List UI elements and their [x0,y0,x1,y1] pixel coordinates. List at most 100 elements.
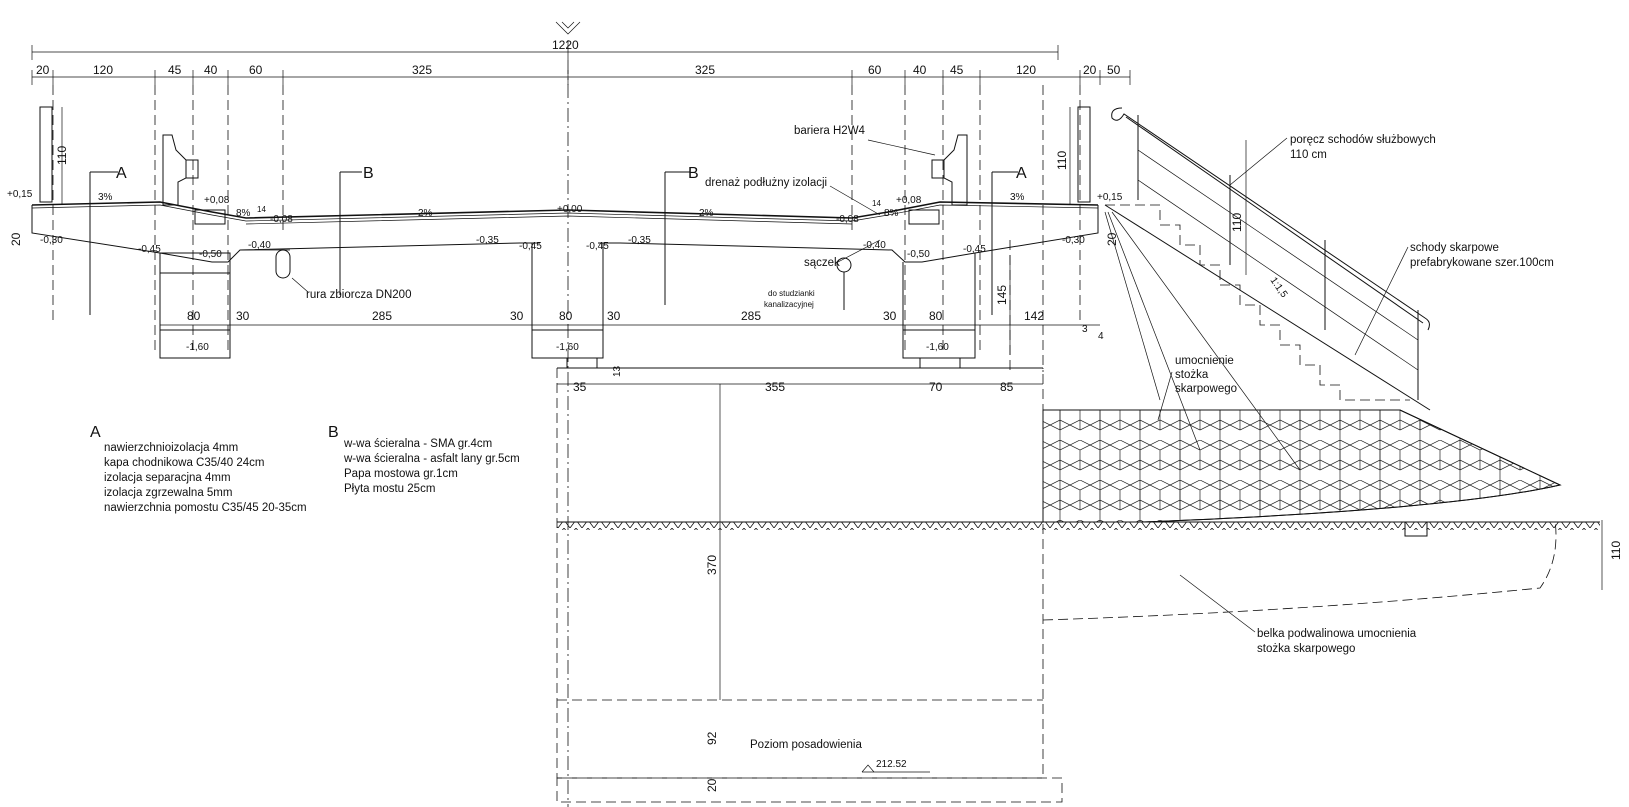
deck-structure [31,106,1099,369]
level-soffit-c2: -0,45 [519,241,542,252]
section-a-right: A [1016,165,1027,182]
top-dimensions: 1220 20 120 45 40 60 325 325 60 40 45 12… [31,21,1131,85]
label-drain: drenaż podłużny izolacji [705,177,827,189]
legend-b-letter: B [328,424,339,441]
dim-v-foundation: 92 [705,731,719,745]
dim-top-r6: 20 [1083,63,1097,77]
dim-low-7: 285 [741,309,761,323]
level-soffit-c4: -0,35 [628,235,651,246]
dim-top-r4: 45 [950,63,964,77]
dim-low-10: 142 [1024,309,1044,323]
level-soffit-r4: -0,40 [863,240,886,251]
slope-right-kerb: 8% [884,208,899,219]
label-barrier: bariera H2W4 [794,125,866,137]
level-marks: +0,15 +0,08 -0,08 +0,00 -0,08 +0,08 +0,1… [7,189,1123,773]
legend-b-item-2: w-wa ścieralna - asfalt lany gr.5cm [343,453,520,465]
label-beam-2: stożka skarpowego [1257,643,1355,655]
slope-left-kerb: 8% [236,208,251,219]
slope-right-cw: 3% [1010,192,1025,203]
level-soffit-c1: -0,35 [476,235,499,246]
level-soffit-l4: -0,40 [248,240,271,251]
dim-v-beam: 110 [1609,541,1623,560]
level-soffit-c3: -0,45 [586,241,609,252]
dim-v-abutment: 145 [995,285,1009,305]
level-soffit-l2: -0,45 [138,244,161,255]
vertical-dimensions: 110 110 20 20 145 13 370 92 20 110 110 [9,107,1623,792]
dim-top-l4: 40 [204,63,218,77]
dim-low-5: 80 [559,309,573,323]
legend-b-item-1: w-wa ścieralna - SMA gr.4cm [343,438,492,450]
stairs-railing [1104,107,1431,471]
dim-top-l6: 325 [412,63,432,77]
slope-step-b: 4 [1098,331,1104,342]
level-centre: +0,00 [557,204,583,215]
legend-a-item-4: izolacja zgrzewalna 5mm [104,487,232,499]
dim-top-r3: 40 [913,63,927,77]
dim-low-3: 285 [372,309,392,323]
axis-lines [52,60,1081,807]
dim-top-l1: 20 [36,63,50,77]
label-foundation-level: Poziom posadowienia [750,739,862,751]
dim-low-4: 30 [510,309,524,323]
label-pipe: rura zbiorcza DN200 [306,289,411,301]
legend-b-item-3: Papa mostowa gr.1cm [344,468,458,480]
abutment-foundation [556,368,1600,803]
label-stairs-2: prefabrykowane szer.100cm [1410,257,1554,269]
dim-top-r7: 50 [1107,63,1121,77]
dim-top-r1: 325 [695,63,715,77]
slope-small-a: 14 [257,205,266,214]
slope-step-a: 3 [1082,324,1088,335]
dim-abut-4: 85 [1000,380,1014,394]
dim-v-bearing: 13 [612,365,623,377]
dim-low-2: 30 [236,309,250,323]
legend-a-item-1: nawierzchnioizolacja 4mm [104,442,238,454]
section-a-left: A [116,165,127,182]
dim-v-slab: 20 [705,778,719,792]
section-b-right: B [688,165,699,182]
dim-low-1: 80 [187,309,201,323]
label-cone-3: skarpowego [1175,383,1237,395]
overall-width-dim: 1220 [552,38,579,52]
level-left-edge: +0,15 [7,189,33,200]
legend-a-item-2: kapa chodnikowa C35/40 24cm [104,457,264,469]
level-beam-c: -1,60 [556,342,579,353]
dim-top-l5: 60 [249,63,263,77]
dim-v-edge-left: 20 [9,232,23,246]
dim-top-l2: 120 [93,63,113,77]
label-stairs-1: schody skarpowe [1410,242,1499,254]
level-foundation: 212.52 [876,759,907,770]
dim-v-edge-right: 20 [1105,232,1119,246]
dim-abut-1: 35 [573,380,587,394]
level-right-edge: +0,15 [1097,192,1123,203]
section-markers: A B B A [89,165,1027,315]
dim-v-footing: 370 [705,555,719,575]
dim-low-6: 30 [607,309,621,323]
dim-abut-2: 355 [765,380,785,394]
label-beam-1: belka podwalinowa umocnienia [1257,628,1417,640]
label-seep: sączek [804,257,840,269]
label-sewer-1: do studzianki [768,289,815,298]
level-right-kerb-low: -0,08 [836,214,859,225]
level-soffit-l1: -0,30 [40,235,63,246]
slope-left-cw: 3% [98,192,113,203]
level-beam-l: -1,60 [186,342,209,353]
level-left-kerb: +0,08 [204,195,230,206]
dim-v-stair-rail: 110 [1230,213,1244,232]
north-arrow-icon [555,21,581,35]
level-soffit-r3: -0,50 [907,249,930,260]
legend-a: A nawierzchnioizolacja 4mm kapa chodniko… [90,424,307,514]
label-railing-2: 110 cm [1290,149,1327,161]
legend-a-letter: A [90,424,101,441]
label-cone-2: stożka [1175,369,1209,381]
section-b-left: B [363,165,374,182]
annotations: bariera H2W4 drenaż podłużny izolacji ru… [291,125,1554,751]
dim-v-barrier-left: 110 [55,146,69,165]
slope-stair: 1:1,5 [1268,275,1290,300]
level-soffit-r2: -0,45 [963,244,986,255]
label-railing-1: poręcz schodów służbowych [1290,134,1436,146]
dim-low-9: 80 [929,309,943,323]
dim-low-8: 30 [883,309,897,323]
level-soffit-l3: -0,50 [199,249,222,260]
legend-a-item-3: izolacja separacjna 4mm [104,472,231,484]
